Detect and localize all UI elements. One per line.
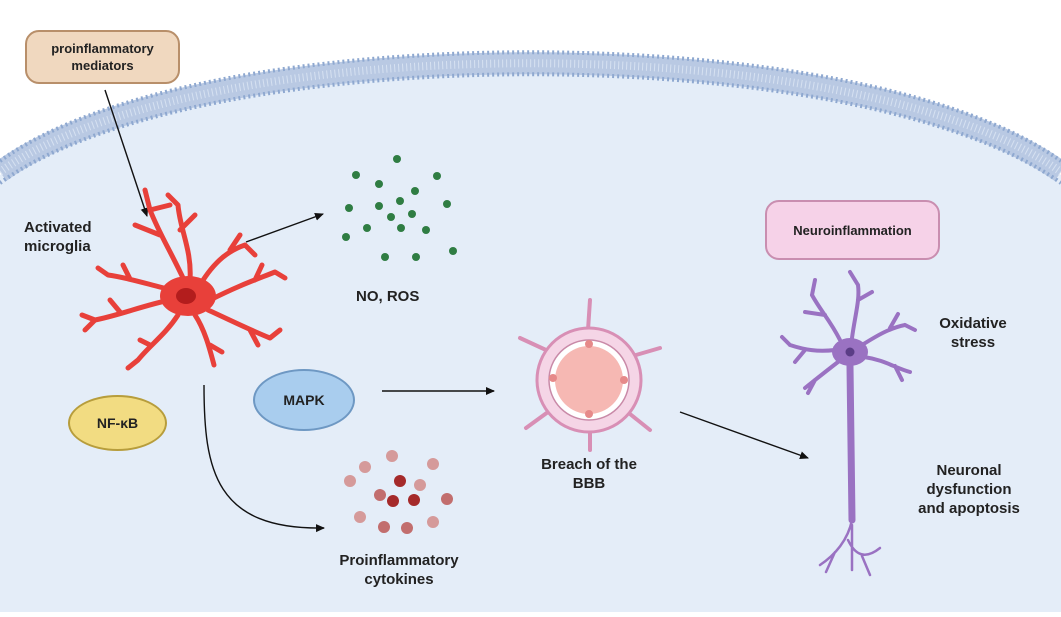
no-ros-particles-icon: [342, 155, 457, 261]
activated-microglia-label: Activated microglia: [24, 218, 92, 256]
arrow-microglia-to-no-ros: [245, 212, 324, 243]
oxidative-stress-label: Oxidative stress: [918, 314, 1028, 352]
proinflammatory-mediators-line2: mediators: [71, 58, 134, 73]
activated-microglia-line1: Activated: [24, 219, 92, 236]
nf-kb-oval: NF-κB: [68, 395, 167, 451]
neuronal-dysfunction-line3: and apoptosis: [918, 500, 1020, 517]
blood-vessel-icon: [518, 298, 662, 452]
mapk-oval: MAPK: [253, 369, 355, 431]
neuronal-dysfunction-line1: Neuronal: [936, 462, 1002, 479]
microglia-icon: [79, 187, 288, 371]
breach-bbb-line1: Breach of the: [541, 456, 637, 473]
neuron-icon: [780, 270, 917, 577]
arrow-bbb-to-neuron: [679, 411, 809, 460]
cell-membrane-icon: [0, 50, 1061, 185]
cytokine-particles-icon: [344, 450, 453, 534]
arrow-microglia-to-cytokines: [203, 384, 325, 533]
neuronal-dysfunction-line2: dysfunction: [926, 481, 1012, 498]
proinflammatory-mediators-box: proinflammatory mediators: [25, 30, 180, 84]
neuroinflammation-box: Neuroinflammation: [765, 200, 940, 260]
proinflammatory-mediators-line1: proinflammatory: [51, 41, 154, 56]
oxidative-stress-line2: stress: [950, 334, 996, 351]
arrow-mediators-to-microglia: [104, 89, 149, 217]
activated-microglia-line2: microglia: [24, 238, 91, 255]
proinflammatory-cytokines-label: Proinflammatory cytokines: [316, 551, 482, 589]
arrows: [104, 89, 809, 533]
no-ros-label: NO, ROS: [356, 288, 420, 305]
neuronal-dysfunction-label: Neuronal dysfunction and apoptosis: [904, 461, 1034, 518]
proinflammatory-cytokines-line1: Proinflammatory: [339, 552, 459, 569]
oxidative-stress-line1: Oxidative: [939, 315, 1007, 332]
breach-bbb-line2: BBB: [572, 475, 606, 492]
proinflammatory-cytokines-line2: cytokines: [364, 571, 434, 588]
